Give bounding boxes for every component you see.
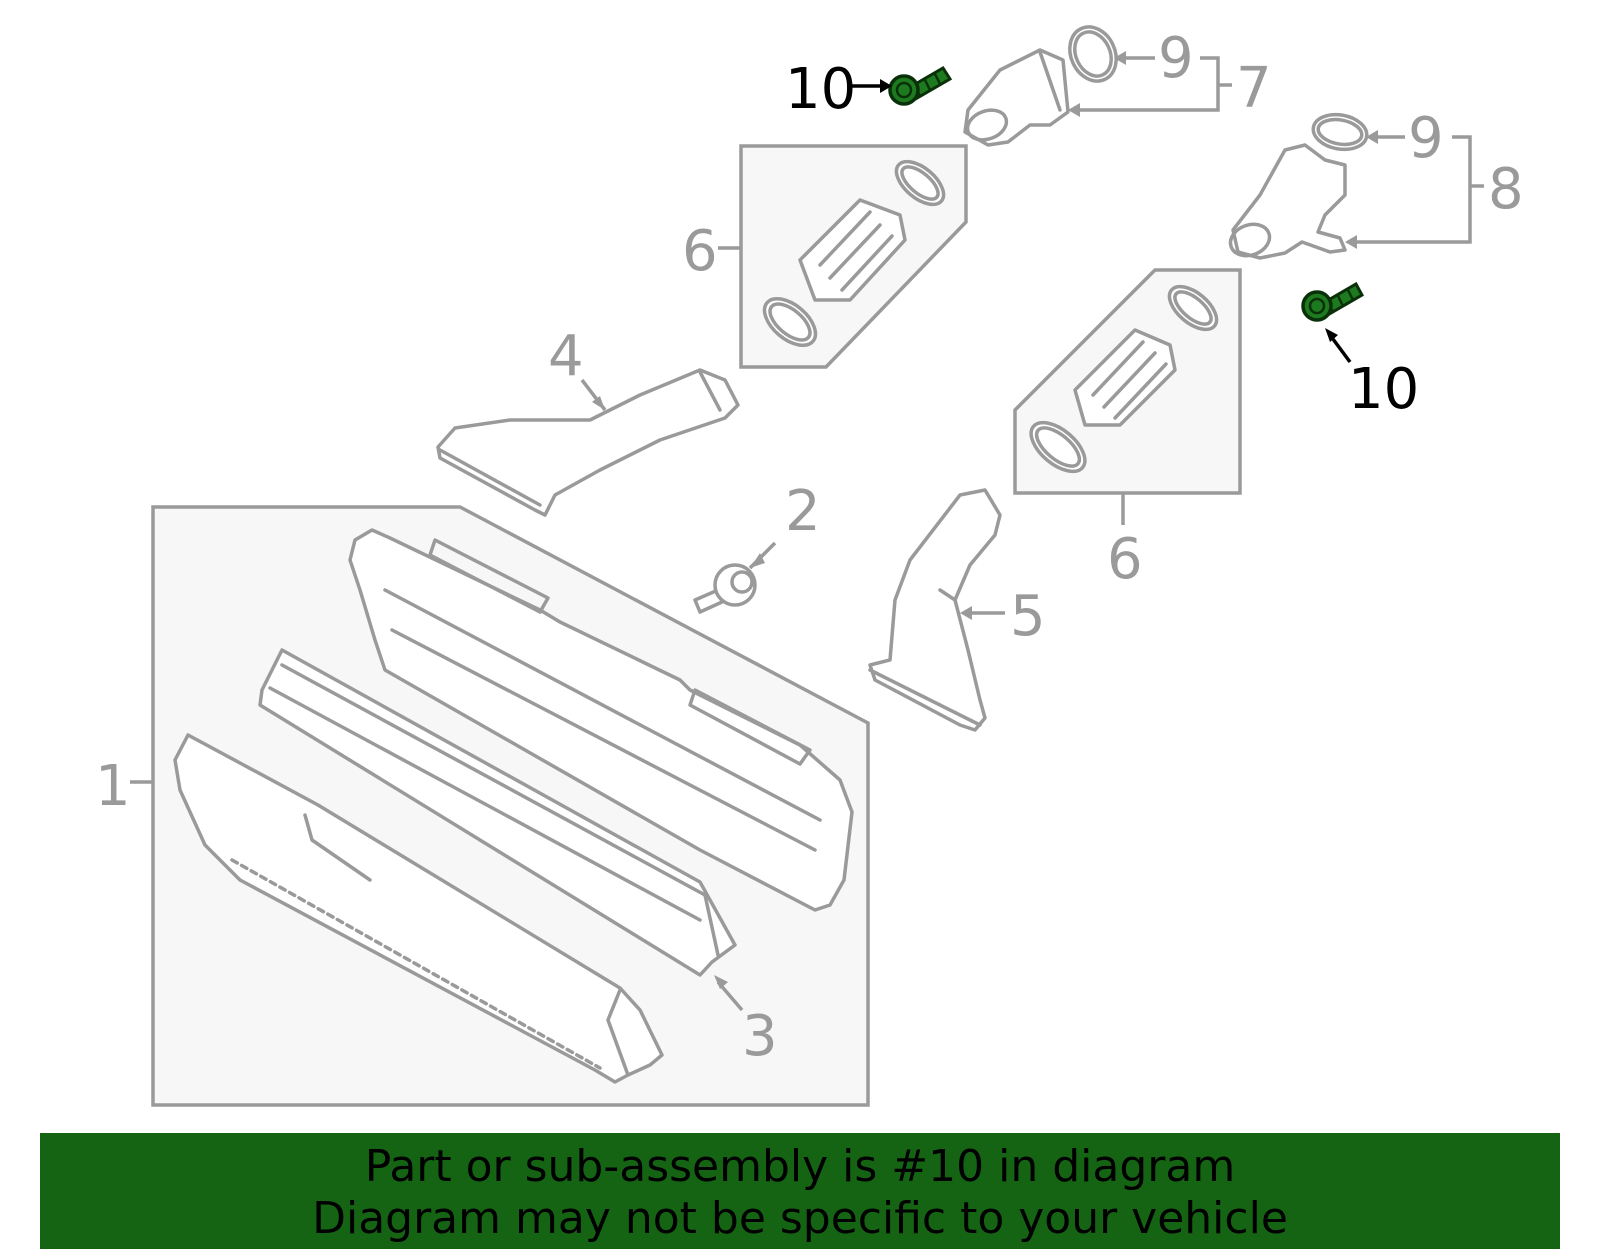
callout-10-lower: 10 xyxy=(1348,357,1419,422)
lower-housing xyxy=(173,733,664,1084)
callout-9-lower: 9 xyxy=(1408,106,1444,171)
callout-6-lower: 6 xyxy=(1107,527,1143,592)
callout-3: 3 xyxy=(742,1004,778,1069)
intake-hose-group-lower xyxy=(1013,268,1242,525)
intake-hose-group-upper xyxy=(739,144,968,369)
throttle-body-part-7 xyxy=(963,25,1118,147)
leaders-10 xyxy=(852,79,1352,364)
callout-7: 7 xyxy=(1236,56,1272,121)
info-banner: Part or sub-assembly is #10 in diagram D… xyxy=(40,1133,1560,1249)
banner-line-2: Diagram may not be specific to your vehi… xyxy=(312,1193,1288,1244)
air-cleaner-assembly xyxy=(151,505,870,1107)
callout-4: 4 xyxy=(548,324,584,389)
callout-1: 1 xyxy=(95,754,131,819)
callout-10-upper: 10 xyxy=(785,57,856,122)
bolt-10-upper xyxy=(888,65,953,106)
callout-5: 5 xyxy=(1010,584,1046,649)
banner-line-1: Part or sub-assembly is #10 in diagram xyxy=(364,1141,1236,1192)
callout-9-upper: 9 xyxy=(1158,26,1194,91)
grommet-part-2 xyxy=(693,541,777,614)
bolt-10-lower xyxy=(1301,281,1365,322)
callout-6-upper: 6 xyxy=(682,219,718,284)
air-duct-part-5 xyxy=(868,488,1005,732)
leaders-7-8-9 xyxy=(130,51,1484,1012)
callout-2: 2 xyxy=(785,479,821,544)
air-duct-part-4 xyxy=(436,368,740,517)
callout-8: 8 xyxy=(1488,157,1524,222)
throttle-body-part-8 xyxy=(1228,112,1369,260)
